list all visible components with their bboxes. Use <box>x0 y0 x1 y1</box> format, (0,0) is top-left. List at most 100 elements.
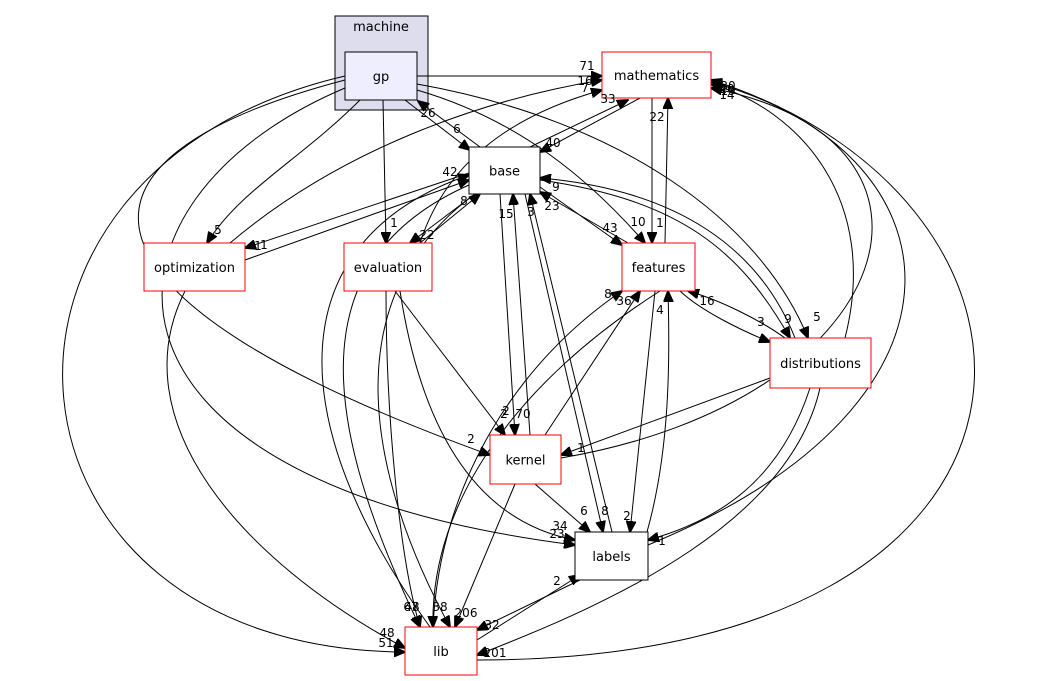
node-box-distributions[interactable] <box>769 337 872 389</box>
edge-evaluation-to-base[interactable] <box>419 194 480 244</box>
edge-evaluation-to-lib[interactable] <box>385 290 420 627</box>
edge-base-to-optimization[interactable] <box>245 172 470 248</box>
edge-label-base-to-features[interactable]: 43 <box>602 221 617 235</box>
edge-label-optimization-to-mathematics[interactable]: 16 <box>577 74 592 88</box>
edge-gp-to-optimization[interactable] <box>207 99 361 243</box>
edge-base-to-lib[interactable] <box>377 193 476 627</box>
edge-kernel-to-features[interactable] <box>544 291 640 436</box>
edge-base-to-lib[interactable] <box>342 184 470 627</box>
edge-label-kernel-to-base[interactable]: 15 <box>498 207 513 221</box>
edge-gp-to-distributions[interactable] <box>416 83 808 338</box>
node-label-features[interactable]: features <box>632 261 686 276</box>
edge-label-gp-to-features[interactable]: 10 <box>630 215 645 229</box>
edge-label-gp-to-evaluation[interactable]: 1 <box>390 216 398 230</box>
node-label-lib[interactable]: lib <box>433 645 448 660</box>
node-box-lib[interactable] <box>404 626 478 676</box>
edge-features-to-base[interactable] <box>540 192 629 244</box>
edge-label-base-to-evaluation[interactable]: 22 <box>419 228 434 242</box>
edge-label-labels-to-lib[interactable]: 32 <box>484 618 499 632</box>
node-box-gp[interactable] <box>344 51 418 101</box>
node-label-optimization[interactable]: optimization <box>154 261 235 276</box>
edge-gp-to-evaluation[interactable] <box>383 99 386 243</box>
node-box-optimization[interactable] <box>143 242 246 292</box>
edge-lib-to-features[interactable] <box>432 291 622 628</box>
edge-label-evaluation-to-kernel[interactable]: 2 <box>500 407 508 421</box>
edge-label-distributions-to-kernel[interactable]: 1 <box>577 441 585 455</box>
edge-label-features-to-mathematics[interactable]: 22 <box>649 110 664 124</box>
edge-kernel-to-labels[interactable] <box>534 483 590 532</box>
edge-features-to-labels[interactable] <box>630 290 656 532</box>
edge-evaluation-to-labels[interactable] <box>399 290 575 540</box>
edge-label-mathematics-to-features[interactable]: 1 <box>656 216 664 230</box>
edge-label-kernel-to-mathematics[interactable]: 20 <box>719 82 734 96</box>
edge-labels-to-lib[interactable] <box>477 579 581 630</box>
edge-kernel-to-mathematics[interactable] <box>560 88 873 459</box>
edge-gp-to-lib[interactable] <box>62 75 405 652</box>
edge-labels-to-features[interactable] <box>646 291 669 533</box>
edge-label-kernel-to-features[interactable]: 36 <box>616 294 631 308</box>
edge-label-base-to-distributions[interactable]: 9 <box>784 312 792 326</box>
edge-label-evaluation-to-mathematics[interactable]: 7 <box>581 81 589 95</box>
edge-label-gp-to-lib[interactable]: 48 <box>379 626 394 640</box>
edge-label-features-to-base[interactable]: 23 <box>544 199 559 213</box>
node-box-features[interactable] <box>621 242 696 292</box>
node-box-mathematics[interactable] <box>601 51 712 99</box>
node-box-labels[interactable] <box>574 531 649 581</box>
edge-features-to-mathematics[interactable] <box>665 98 668 244</box>
edge-distributions-to-features[interactable] <box>688 291 786 339</box>
node-mathematics[interactable]: mathematics <box>601 51 712 99</box>
edge-distributions-to-base[interactable] <box>540 178 796 339</box>
node-label-kernel[interactable]: kernel <box>505 454 545 469</box>
edge-label-evaluation-to-base[interactable]: 8 <box>460 194 468 208</box>
edge-base-to-labels[interactable] <box>524 193 603 532</box>
node-label-mathematics[interactable]: mathematics <box>614 69 699 84</box>
edge-label-features-to-labels[interactable]: 2 <box>623 509 631 523</box>
node-distributions[interactable]: distributions <box>769 337 872 389</box>
edge-label-base-to-optimization[interactable]: 1 <box>260 238 268 252</box>
edge-distributions-to-kernel[interactable] <box>561 377 771 455</box>
edge-lib-to-base[interactable] <box>321 175 469 628</box>
edge-base-to-mathematics[interactable] <box>529 100 628 148</box>
edge-label-distributions-to-lib[interactable]: 201 <box>484 646 507 660</box>
edge-mathematics-to-base[interactable] <box>540 97 641 152</box>
edge-labels-to-mathematics[interactable] <box>647 82 906 546</box>
edge-label-lib-to-mathematics[interactable]: 19 <box>720 84 735 98</box>
edge-label-lib-to-features[interactable]: 8 <box>604 287 612 301</box>
edge-label-features-to-distributions[interactable]: 3 <box>757 315 765 329</box>
edge-label-base-to-lib[interactable]: 38 <box>432 600 447 614</box>
edge-label-kernel-to-labels[interactable]: 6 <box>580 504 588 518</box>
edge-label-gp-to-base[interactable]: 6 <box>453 122 461 136</box>
edge-base-to-distributions[interactable] <box>539 179 790 338</box>
edge-label-distributions-to-mathematics[interactable]: 30 <box>720 79 735 93</box>
edge-distributions-to-lib[interactable] <box>477 387 821 655</box>
edge-label-gp-to-optimization[interactable]: 5 <box>214 223 222 237</box>
node-box-base[interactable] <box>468 146 541 195</box>
edge-lib-to-mathematics[interactable] <box>476 80 975 661</box>
edge-kernel-to-lib[interactable] <box>455 483 516 627</box>
node-label-gp[interactable]: gp <box>373 70 390 85</box>
edge-kernel-to-base[interactable] <box>513 194 531 436</box>
node-gp[interactable]: gp <box>344 51 418 101</box>
edge-gp-to-labels[interactable] <box>161 87 575 545</box>
edge-label-kernel-to-lib[interactable]: 206 <box>455 606 478 620</box>
edge-label-gp-to-mathematics[interactable]: 71 <box>579 59 594 73</box>
node-features[interactable]: features <box>621 242 696 292</box>
node-label-labels[interactable]: labels <box>592 550 630 565</box>
node-label-distributions[interactable]: distributions <box>780 357 861 372</box>
edge-optimization-to-lib[interactable] <box>166 290 405 648</box>
edge-label-labels-to-features[interactable]: 4 <box>656 303 664 317</box>
edge-label-gp-to-kernel[interactable]: 2 <box>502 404 510 418</box>
edge-labels-to-base[interactable] <box>530 194 613 533</box>
edge-label-base-to-mathematics[interactable]: 33 <box>600 92 615 106</box>
node-label-evaluation[interactable]: evaluation <box>354 261 422 276</box>
edge-label-base-to-labels[interactable]: 8 <box>601 504 609 518</box>
edge-gp-to-features[interactable] <box>416 89 645 243</box>
edge-label-evaluation-to-lib[interactable]: 48 <box>404 600 419 614</box>
node-label-base[interactable]: base <box>489 165 520 180</box>
edge-distributions-to-labels[interactable] <box>648 387 811 540</box>
edge-optimization-to-mathematics[interactable] <box>229 80 602 244</box>
edge-label-base-to-kernel[interactable]: 70 <box>515 407 530 421</box>
edge-label-labels-to-base[interactable]: 3 <box>527 205 535 219</box>
edge-label-evaluation-to-labels[interactable]: 34 <box>552 519 567 533</box>
edge-label-optimization-to-lib[interactable]: 51 <box>378 636 393 650</box>
